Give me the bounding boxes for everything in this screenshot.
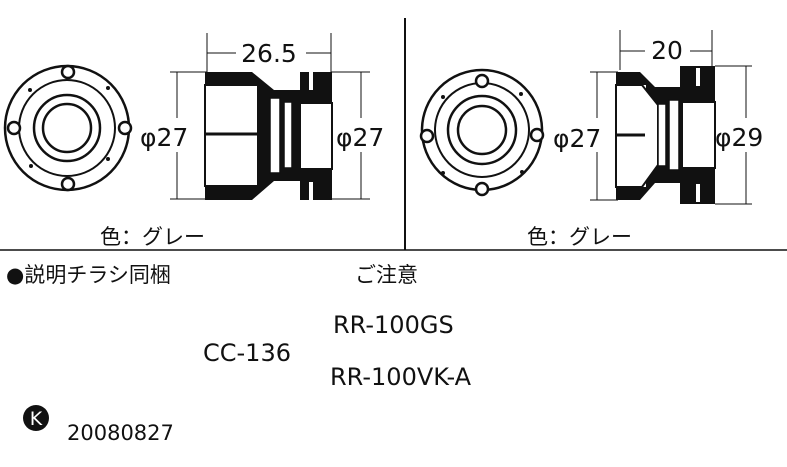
left-side-view: 26.5 φ27 φ27 (140, 33, 384, 200)
left-front-view (3, 64, 133, 192)
right-side-view: 20 φ27 φ29 (553, 30, 763, 205)
right-diameter-out: φ29 (715, 123, 763, 152)
caution-heading: ご注意 (355, 263, 418, 287)
right-front-view (419, 68, 545, 197)
right-diameter-in: φ27 (553, 124, 601, 153)
left-diameter-out: φ27 (336, 123, 384, 152)
model-rr-100vk-a: RR-100VK-A (330, 363, 472, 391)
product-code: CC-136 (203, 339, 291, 367)
leaflet-note: ●説明チラシ同梱 (6, 263, 171, 287)
date-code: 20080827 (67, 421, 174, 445)
left-width-dimension: 26.5 (241, 39, 297, 68)
svg-text:K: K (30, 408, 43, 430)
left-diameter-in: φ27 (140, 123, 188, 152)
right-color-label: 色：グレー (527, 225, 632, 249)
right-width-dimension: 20 (651, 36, 683, 65)
model-rr-100gs: RR-100GS (333, 311, 454, 339)
brand-k-logo: K (23, 405, 49, 431)
left-color-label: 色：グレー (100, 225, 205, 249)
